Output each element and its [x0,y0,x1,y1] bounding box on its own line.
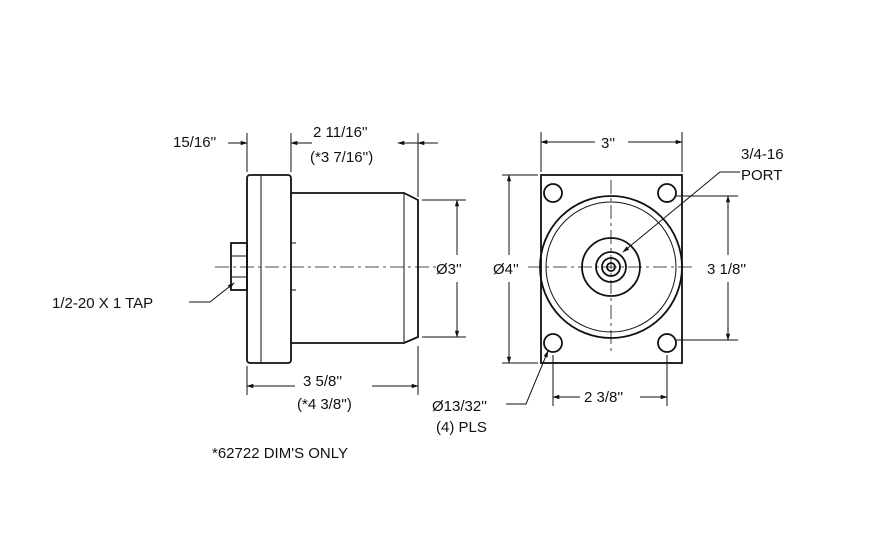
label-body-length-alt: (*3 7/16'') [310,149,373,166]
label-overall-length: 3 5/8'' [303,373,342,390]
square-flange [540,174,683,364]
label-overall-length-alt: (*4 3/8'') [297,396,352,413]
label-bolt-spacing-horizontal: 2 3/8'' [584,389,623,406]
labels: 15/16'' 2 11/16'' (*3 7/16'') Ø3'' 3 5/8… [52,124,784,462]
label-hole-count: (4) PLS [436,419,487,436]
end-dimensions [502,132,740,406]
label-port-line1: 3/4-16 [741,146,784,163]
side-dimensions [189,133,466,395]
label-flange-width: 15/16'' [173,134,216,151]
label-footnote: *62722 DIM'S ONLY [212,445,348,462]
label-body-length: 2 11/16'' [313,124,368,141]
side-body [291,192,419,344]
end-view [528,174,695,364]
label-square-width: 3'' [601,135,615,152]
label-body-diameter: Ø3'' [436,261,462,278]
label-tap: 1/2-20 X 1 TAP [52,295,153,312]
bolt-hole-br [657,333,677,353]
label-port-line2: PORT [741,167,782,184]
label-flange-diameter: Ø4'' [493,261,519,278]
bolt-hole-bl [543,333,563,353]
side-flange [246,174,292,364]
bolt-hole-tr [657,183,677,203]
label-bolt-spacing-vertical: 3 1/8'' [707,261,746,278]
bolt-hole-tl [543,183,563,203]
label-hole-diameter: Ø13/32'' [432,398,487,415]
side-view [215,174,440,364]
